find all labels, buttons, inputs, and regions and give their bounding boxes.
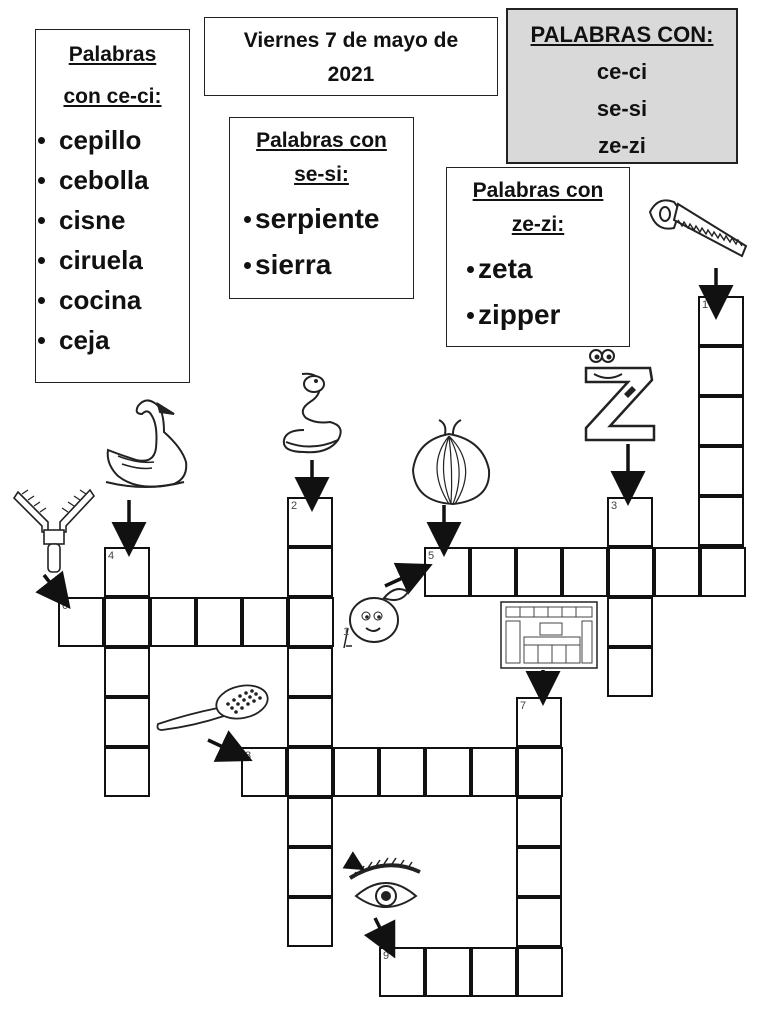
summary-item: ze-zi [598,133,646,158]
clue-number: 4 [108,550,115,562]
crossword-cell[interactable] [333,747,379,797]
crossword-cell[interactable] [654,547,700,597]
crossword-cell[interactable]: 6 [58,597,104,647]
summary-box: PALABRAS CON: ce-ci se-si ze-zi [506,8,738,164]
word-list-se-si: Palabras con se-si: serpiente sierra [229,117,414,299]
crossword-cell[interactable] [607,597,653,647]
list-header: Palabras con [256,129,387,152]
list-item: zipper [467,292,629,338]
crossword-cell[interactable] [104,697,150,747]
list-item: ceja [38,320,189,360]
swan-icon [105,399,188,488]
crossword-cell[interactable] [242,597,288,647]
crossword-cell[interactable] [287,647,333,697]
saw-icon [648,199,748,258]
crossword-cell[interactable] [287,897,333,947]
arrow-brush [207,730,253,762]
list-header: Palabras con [472,179,604,202]
crossword-cell[interactable] [104,647,150,697]
summary-item: se-si [596,96,648,121]
eye-eyebrow-icon [342,851,421,908]
hairbrush-icon [156,684,269,731]
crossword-cell[interactable] [104,747,150,797]
crossword-cell[interactable] [379,747,425,797]
crossword-cell[interactable] [196,597,242,647]
crossword-cell[interactable] [287,697,333,747]
date-line-1: Viernes 7 de mayo de [243,29,459,52]
arrow-zipper [35,570,71,610]
crossword-cell[interactable] [516,897,562,947]
list-header: Palabras [68,43,157,66]
crossword-cell[interactable] [516,847,562,897]
list-item: zeta [467,246,629,292]
summary-item: ce-ci [596,59,648,84]
crossword-cell[interactable] [287,547,333,597]
list-item: cocina [38,280,189,320]
clue-number: 7 [520,700,527,712]
word-list-ze-zi: Palabras con ze-zi: zeta zipper [446,167,630,347]
list-item: cebolla [38,160,189,200]
crossword-cell[interactable] [287,847,333,897]
crossword-cell[interactable] [562,547,608,597]
list-item: sierra [244,242,413,288]
crossword-cell[interactable] [104,597,150,647]
crossword-cell[interactable] [700,547,746,597]
crossword-cell[interactable] [607,647,653,697]
list-item: serpiente [244,196,413,242]
crossword-cell[interactable] [698,346,744,396]
snake-icon [282,372,342,454]
crossword-cell[interactable] [516,797,562,847]
word-list-ce-ci: Palabras con ce-ci: cepillo cebolla cisn… [35,29,190,383]
arrow-eye [363,917,396,959]
crossword-cell[interactable] [517,747,563,797]
crossword-cell[interactable] [698,446,744,496]
crossword-cell[interactable] [517,947,563,997]
crossword-cell[interactable] [425,947,471,997]
list-item: cepillo [38,120,189,160]
onion-icon [411,419,491,506]
crossword-cell[interactable] [425,747,471,797]
clue-number: 3 [611,500,618,512]
date-line-2: 2021 [327,63,375,86]
kitchen-icon [500,601,598,669]
crossword-cell[interactable] [287,747,333,797]
plum-icon [343,588,410,649]
list-item: cisne [38,200,189,240]
zipper-icon [12,488,96,573]
crossword-cell[interactable] [516,547,562,597]
summary-list: PALABRAS CON: ce-ci se-si ze-zi [508,16,736,164]
crossword-cell[interactable] [470,547,516,597]
letter-z-icon [584,349,656,442]
summary-title: PALABRAS CON: [530,22,714,47]
list-header: con ce-ci: [63,85,162,108]
crossword-cell[interactable] [698,496,744,546]
clue-number: 2 [291,500,298,512]
crossword-cell[interactable] [150,597,196,647]
crossword-cell[interactable] [471,947,517,997]
crossword-cell[interactable] [698,396,744,446]
list-header: ze-zi: [511,213,565,236]
crossword-cell[interactable] [287,797,333,847]
extra-number: 1 [343,626,350,638]
crossword-cell[interactable] [471,747,517,797]
crossword-cell[interactable] [608,547,654,597]
list-header: se-si: [294,163,349,186]
crossword-cell[interactable] [288,597,334,647]
list-item: ciruela [38,240,189,280]
date-box: Viernes 7 de mayo de 2021 [204,17,498,96]
arrow-lemon [384,562,433,595]
